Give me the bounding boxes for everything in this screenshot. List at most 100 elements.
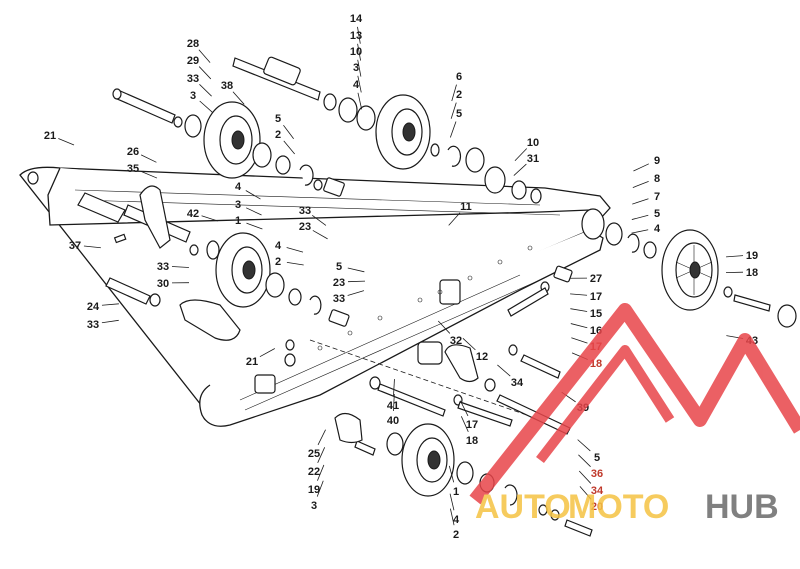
leader-line <box>357 43 361 61</box>
part-label: 34 <box>511 377 524 389</box>
part-label: 21 <box>246 356 258 368</box>
part-label: 31 <box>527 153 539 165</box>
leader-line <box>286 247 304 253</box>
part-label: 23 <box>299 221 311 233</box>
part-label: 30 <box>157 278 169 290</box>
part-label: 41 <box>387 400 399 412</box>
leader-line <box>283 140 295 155</box>
part-label: 18 <box>746 267 758 279</box>
part-label: 4 <box>353 79 360 91</box>
part-label: 11 <box>460 201 472 213</box>
part-label: 24 <box>87 301 100 313</box>
wheel-6 <box>375 94 431 170</box>
leader-line <box>632 198 649 205</box>
bracket-12-32 <box>417 341 479 383</box>
leader-line <box>198 66 212 80</box>
leader-line <box>513 163 527 176</box>
part-label: 42 <box>187 208 199 220</box>
leader-line <box>198 49 211 63</box>
leader-line <box>450 102 457 119</box>
leader-line <box>579 486 592 500</box>
leader-line <box>393 394 395 412</box>
part-label: 26 <box>127 146 139 158</box>
leader-line <box>451 84 457 102</box>
leader-line <box>571 337 588 344</box>
part-label: 2 <box>275 129 281 141</box>
part-label: 33 <box>299 205 311 217</box>
part-label: 3 <box>235 199 241 211</box>
leader-line <box>570 308 588 312</box>
part-label: 7 <box>654 191 660 203</box>
wheel-1-lower <box>401 423 455 497</box>
part-label: 23 <box>333 277 345 289</box>
leader-line <box>462 338 476 351</box>
part-label: 20 <box>591 501 603 513</box>
leader-line <box>312 215 327 226</box>
leader-line <box>448 465 455 483</box>
arm-26 <box>139 185 171 249</box>
part-label: 35 <box>127 163 139 175</box>
leader-line <box>631 214 649 220</box>
part-label: 15 <box>590 308 602 320</box>
leader-line <box>632 180 649 188</box>
leader-line <box>570 293 588 296</box>
leader-line <box>449 493 455 511</box>
part-label: 33 <box>187 73 199 85</box>
leader-line <box>633 163 650 172</box>
leader-line <box>347 290 365 296</box>
wheel-7 <box>661 229 719 311</box>
part-label: 19 <box>308 484 320 496</box>
part-label: 4 <box>275 240 282 252</box>
part-label: 22 <box>308 466 320 478</box>
part-label: 6 <box>456 71 462 83</box>
watermark-logo-mark <box>469 303 800 505</box>
leader-line <box>357 26 361 44</box>
shaft-24 <box>105 277 151 305</box>
leader-line <box>199 83 212 97</box>
leader-line <box>171 266 189 268</box>
leader-line <box>101 303 119 306</box>
part-label: 3 <box>190 90 196 102</box>
upper-shaft-14 <box>232 56 321 101</box>
leader-line <box>577 439 591 452</box>
leader-line <box>514 148 528 161</box>
leader-line <box>259 348 275 358</box>
leader-line <box>317 464 325 481</box>
leader-line <box>570 323 588 329</box>
wheel-1-upper <box>215 232 271 308</box>
part-label: 8 <box>654 173 660 185</box>
part-label: 28 <box>187 38 199 50</box>
part-label: 17 <box>466 419 478 431</box>
part-label: 38 <box>221 80 233 92</box>
leader-line <box>101 319 119 324</box>
leader-line <box>317 429 326 446</box>
part-label: 27 <box>590 273 602 285</box>
leader-line <box>357 59 362 77</box>
part-label: 25 <box>308 448 320 460</box>
leader-line <box>347 267 365 273</box>
leader-line <box>357 75 362 93</box>
leader-line <box>449 121 457 138</box>
leader-line <box>347 280 365 283</box>
bracket-25 <box>334 412 363 444</box>
leader-line <box>83 245 101 249</box>
watermark-hub-text: HUB <box>705 488 779 526</box>
part-label: 12 <box>476 351 488 363</box>
leader-line <box>448 212 461 226</box>
leader-line <box>58 138 75 146</box>
leader-line <box>357 92 363 110</box>
part-label: 29 <box>187 55 199 67</box>
part-label: 9 <box>654 155 660 167</box>
axle-39 <box>309 339 571 431</box>
leader-line <box>316 480 324 497</box>
leader-lines <box>58 26 744 526</box>
part-label: 33 <box>87 319 99 331</box>
part-label: 2 <box>453 529 459 541</box>
part-label: 2 <box>456 89 462 101</box>
part-label: 1 <box>235 215 241 227</box>
part-label: 13 <box>350 30 362 42</box>
part-label: 3 <box>353 62 359 74</box>
leader-line <box>460 416 469 432</box>
leader-line <box>726 255 744 258</box>
